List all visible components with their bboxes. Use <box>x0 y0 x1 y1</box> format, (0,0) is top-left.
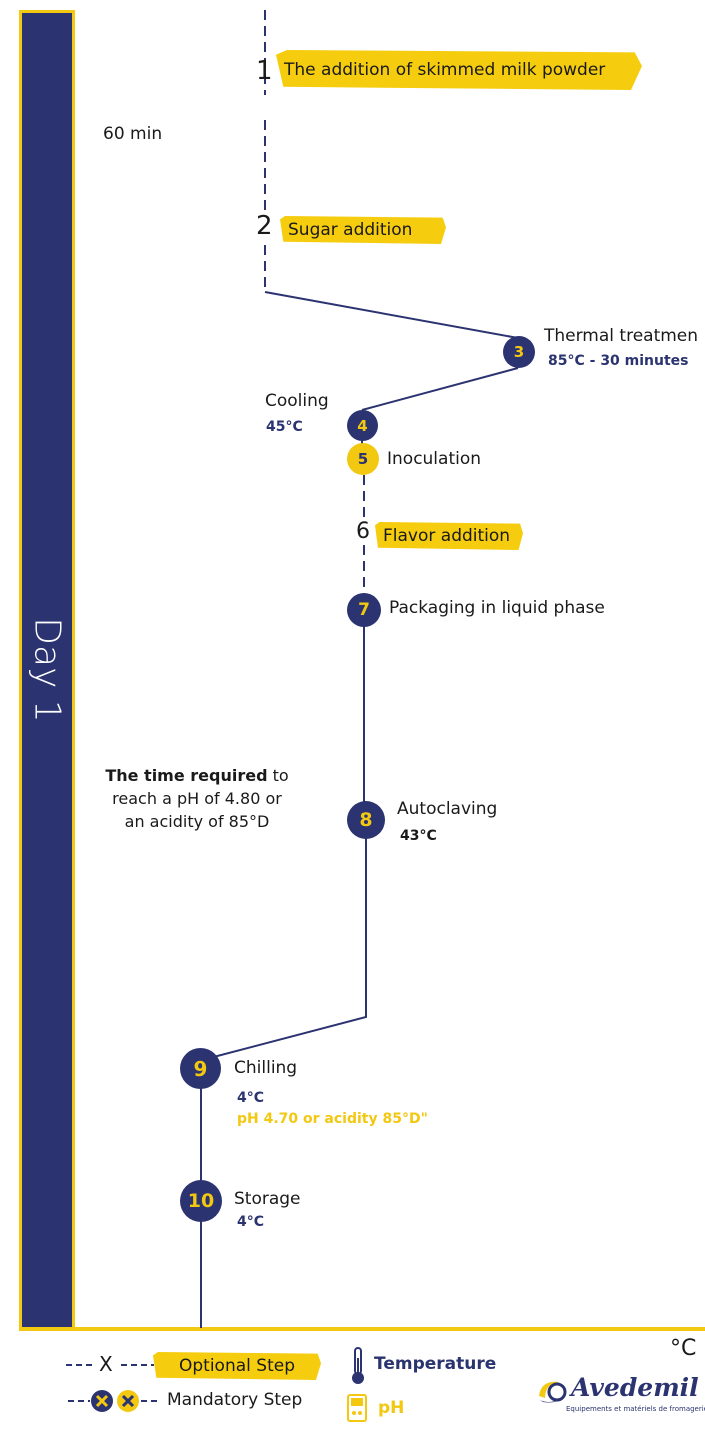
step-10-label: Storage <box>234 1189 301 1209</box>
time-required-to: to <box>267 766 289 785</box>
step-9-detail-ph: pH 4.70 or acidity 85°D" <box>237 1111 428 1127</box>
step-6-number: 6 <box>356 519 370 544</box>
ph-label: pH <box>378 1398 405 1418</box>
brand-tagline: Equipements et matériels de fromagerie <box>566 1405 705 1413</box>
step-3-detail: 85°C - 30 minutes <box>548 353 689 369</box>
step-1-label: The addition of skimmed milk powder <box>276 50 642 90</box>
step-3-label: Thermal treatmen <box>544 326 699 346</box>
step-8-label: Autoclaving <box>397 799 498 819</box>
step-1-number: 1 <box>256 56 273 86</box>
step-8-circle: 8 <box>347 801 385 839</box>
thermometer-icon <box>352 1347 364 1384</box>
mandatory-step-label: Mandatory Step <box>167 1390 303 1410</box>
step-5-label: Inoculation <box>387 449 482 469</box>
brand-name: Avedemil <box>571 1373 699 1402</box>
line-3-4 <box>361 367 519 411</box>
time-axis-line <box>19 1327 705 1331</box>
step-4-circle: 4 <box>347 410 378 441</box>
time-note: 60 min <box>103 124 163 144</box>
step-5-circle: 5 <box>347 443 379 475</box>
optional-step-label: Optional Step <box>153 1352 321 1380</box>
axis-unit: °C <box>670 1336 697 1361</box>
optional-step-symbol <box>66 1364 154 1366</box>
time-required-line2: reach a pH of 4.80 or <box>112 789 282 808</box>
time-required-line3: an acidity of 85°D <box>124 812 270 831</box>
line-8-9 <box>201 838 367 1061</box>
step-10-circle: 10 <box>180 1180 222 1222</box>
day-bar: Day 1 <box>19 10 75 1330</box>
step-4-detail: 45°C <box>266 419 303 435</box>
step-2-label: Sugar addition <box>280 216 446 244</box>
step-9-circle: 9 <box>180 1048 221 1089</box>
avedemil-logo-icon <box>537 1381 567 1403</box>
time-required-note: The time required to reach a pH of 4.80 … <box>87 764 307 833</box>
step-2-number: 2 <box>256 211 273 241</box>
step-9-detail: 4°C <box>237 1090 265 1106</box>
time-required-bold: The time required <box>105 766 268 785</box>
step-7-label: Packaging in liquid phase <box>389 598 605 618</box>
line-2-3 <box>264 291 519 339</box>
step-4-label: Cooling <box>265 391 329 411</box>
step-6-label: Flavor addition <box>375 522 523 550</box>
step-9-label: Chilling <box>234 1058 298 1078</box>
mandatory-step-symbol <box>68 1390 160 1412</box>
temperature-label: Temperature <box>374 1354 497 1374</box>
step-8-detail: 43°C <box>400 828 437 844</box>
step-7-circle: 7 <box>347 593 381 627</box>
step-10-detail: 4°C <box>237 1214 265 1230</box>
step-3-circle: 3 <box>503 336 535 368</box>
optional-step-x: X <box>99 1352 113 1376</box>
ph-meter-icon <box>347 1394 367 1422</box>
